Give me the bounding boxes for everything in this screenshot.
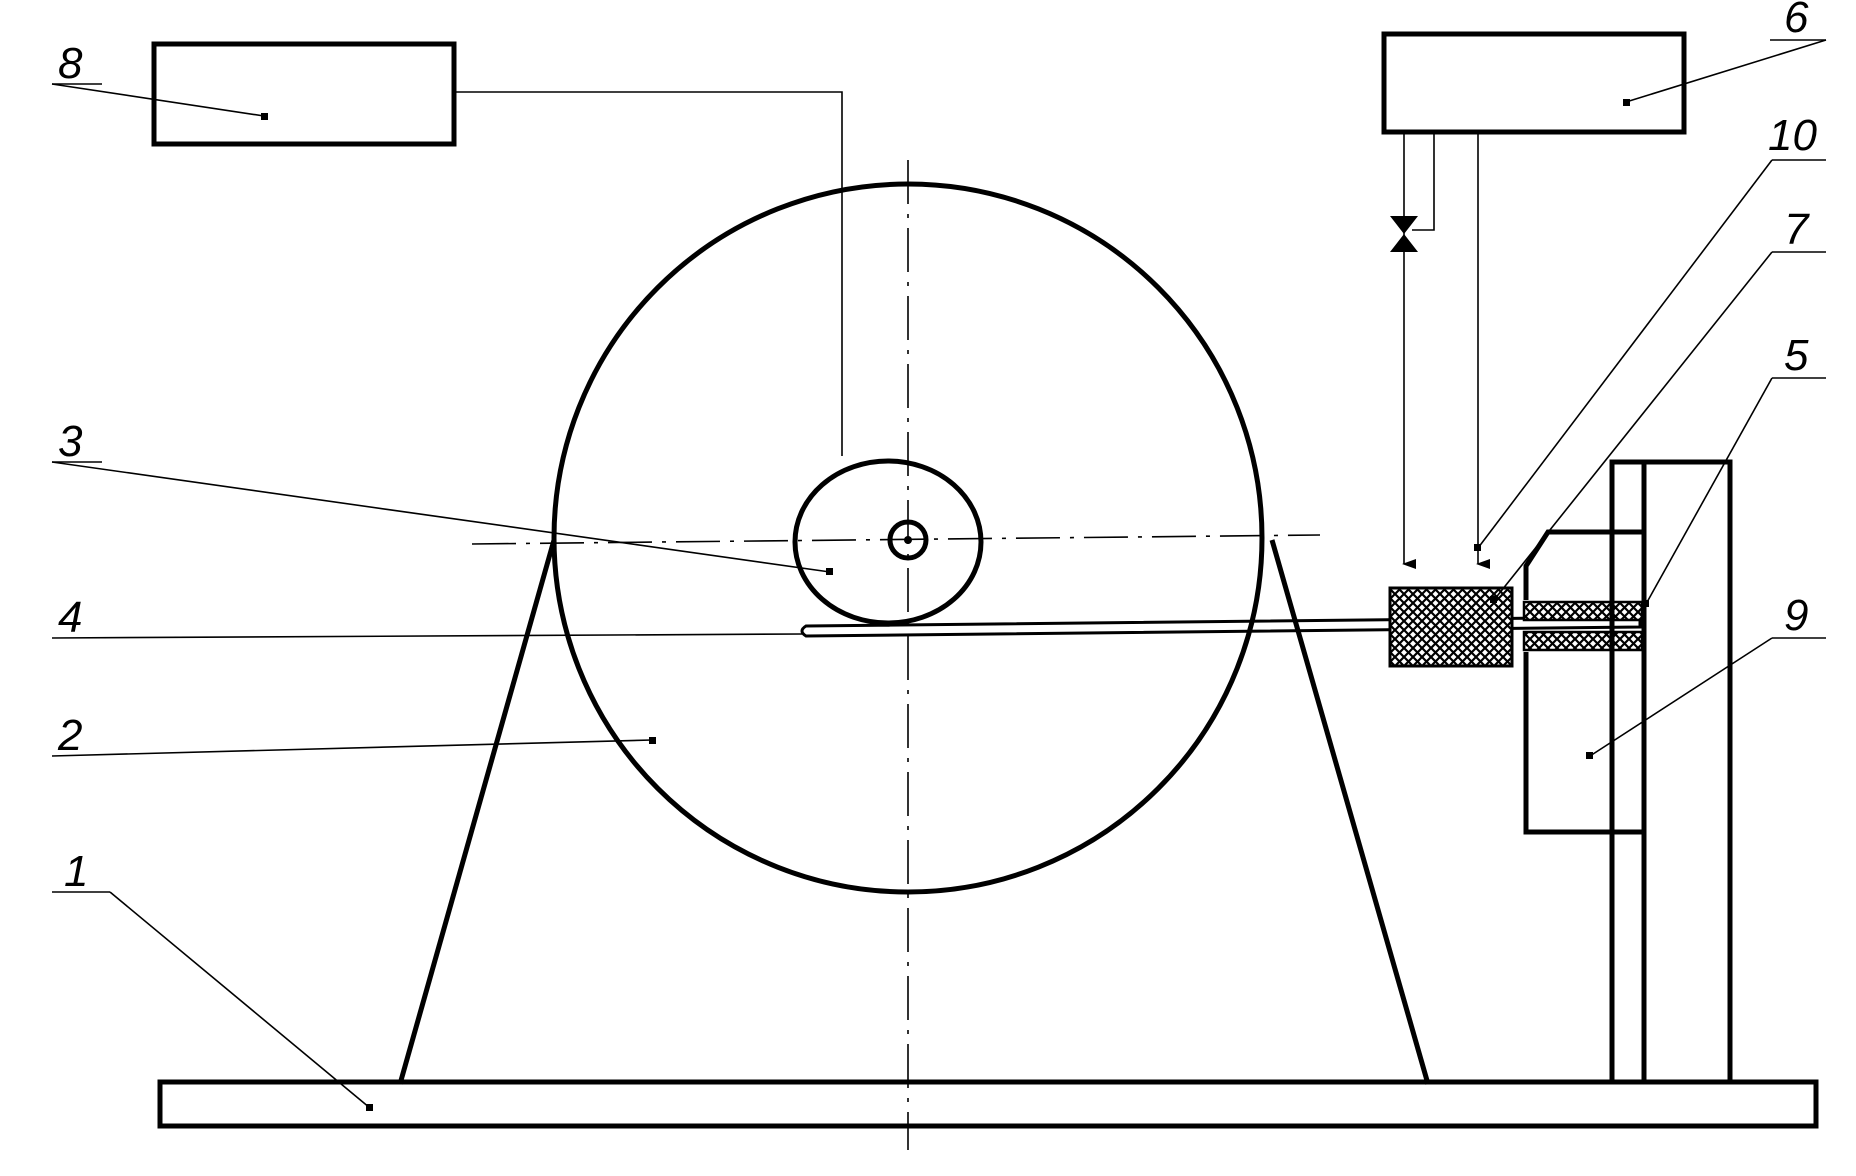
valve-bypass-line [1412,132,1435,231]
leader-6 [1625,39,1827,103]
control-unit-box [1381,31,1687,135]
leader-8-dot [261,113,268,120]
leader-9-dot [1586,752,1593,759]
valve-icon [1390,216,1418,252]
leader-5 [1645,377,1773,605]
leader-2-dot [649,737,656,744]
post-right [1644,459,1733,1082]
clamp-upper [1522,600,1644,622]
label-7: 7 [1784,205,1810,254]
leader-1 [109,891,371,1109]
label-2: 2 [57,711,82,760]
label-5: 5 [1784,331,1809,380]
cam-disc [792,458,984,626]
leader-4 [51,633,803,639]
label-1: 1 [64,847,88,896]
leader-7-dot [1490,596,1497,603]
leader-8 [51,83,265,117]
leader-3-dot [826,568,833,575]
cam-axle [887,519,929,561]
label-4: 4 [58,593,82,642]
stand-left-leg [397,539,557,1085]
leader-1-dot [366,1104,373,1111]
leader-9 [1589,637,1773,757]
post-left [1609,459,1647,1082]
power-line [454,91,843,456]
mount-block [1523,529,1647,835]
horizontal-centerline [471,534,1321,545]
rod-specimen [800,615,1642,638]
clamp-lower [1522,630,1644,652]
label-9: 9 [1784,591,1808,640]
leader-6-dot [1623,99,1630,106]
base-plate [157,1079,1819,1129]
cam-axle-center [904,536,912,544]
label-3: 3 [58,417,83,466]
leader-5-dot [1642,600,1649,607]
leader-7 [1493,251,1773,601]
label-6: 6 [1784,0,1809,42]
leader-2 [51,739,653,757]
label-10: 10 [1768,111,1817,160]
label-8: 8 [58,39,83,88]
leader-10 [1477,159,1773,549]
power-supply-box [151,41,457,147]
leader-10-dot [1474,544,1481,551]
leader-3 [51,461,831,573]
